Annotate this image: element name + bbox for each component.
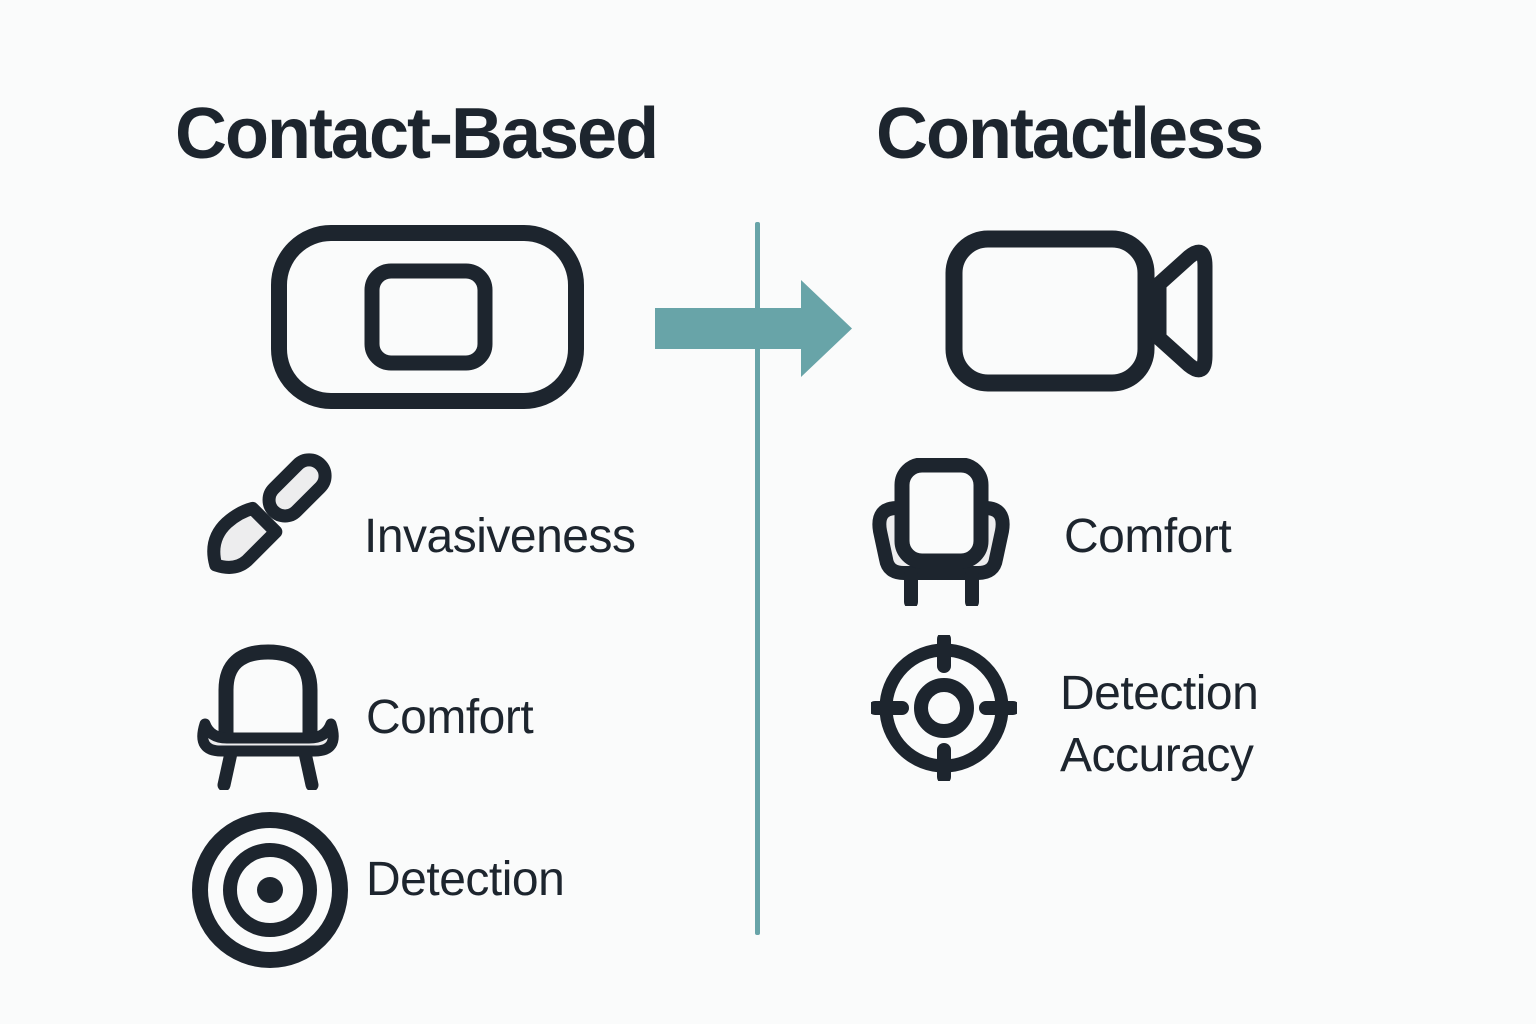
row-label: Invasiveness xyxy=(364,510,636,563)
video-camera-icon xyxy=(945,230,1213,392)
armchair-icon xyxy=(872,458,1010,606)
crosshair-icon xyxy=(871,635,1017,781)
row-label: Detection Accuracy xyxy=(1060,667,1259,782)
row-label: Comfort xyxy=(366,691,534,744)
transition-right-arrow-icon xyxy=(655,280,852,377)
contact-sensor-device-icon xyxy=(271,225,584,409)
scalpel-icon xyxy=(207,453,332,574)
row-label: Comfort xyxy=(1064,510,1232,563)
column-divider-line xyxy=(755,222,760,935)
left-column-title: Contact-Based xyxy=(175,94,659,174)
bullseye-icon xyxy=(192,812,348,968)
right-column-title: Contactless xyxy=(876,94,1264,174)
row-label: Detection xyxy=(366,853,565,906)
chair-icon xyxy=(197,644,339,790)
